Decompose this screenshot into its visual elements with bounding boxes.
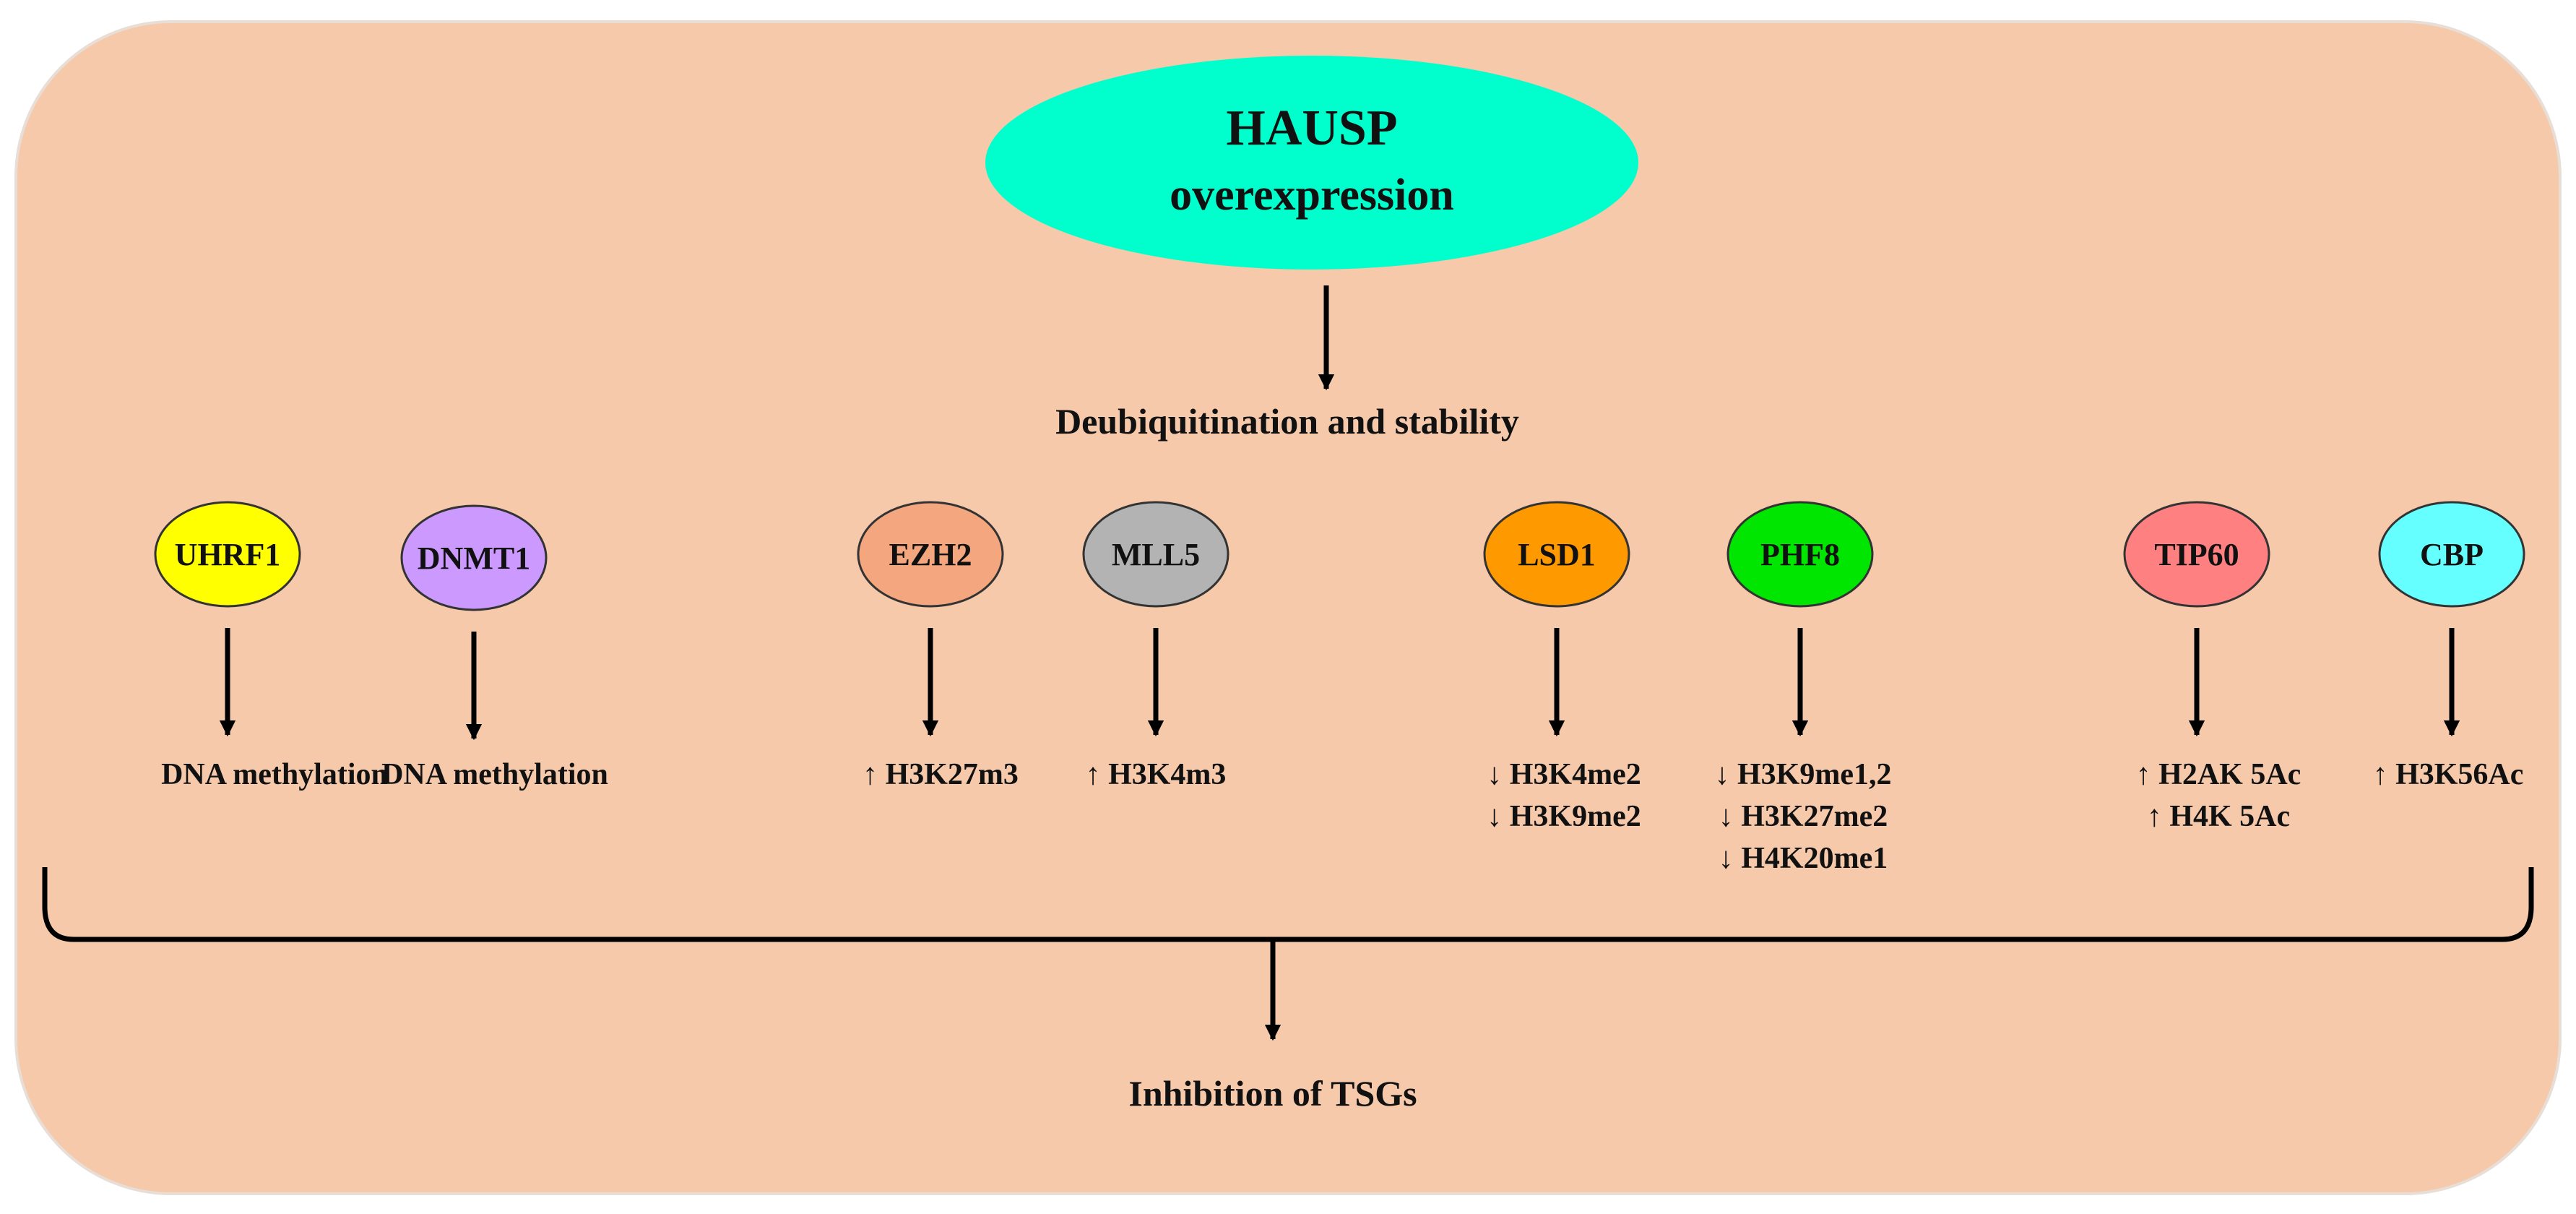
hausp-subtitle: overexpression (1170, 171, 1454, 220)
node-label-uhrf1: UHRF1 (175, 537, 281, 572)
node-label-lsd1: LSD1 (1518, 537, 1596, 572)
node-ellipse-dnmt1 (400, 504, 548, 611)
node-ellipse-cbp (2378, 501, 2525, 608)
inhibition-label: Inhibition of TSGs (1128, 1073, 1417, 1114)
node-ellipse-lsd1 (1483, 501, 1630, 608)
node-ellipse-tip60 (2123, 501, 2270, 608)
node-label-mll5: MLL5 (1112, 537, 1200, 572)
node-ezh2: EZH2 ↑ H3K27m3 (857, 501, 1019, 791)
node-ellipse-uhrf1 (154, 501, 301, 608)
hausp-title: HAUSP (1226, 100, 1397, 156)
effect-phf8-2: ↓ H3K27me2 (1719, 800, 1888, 833)
deubiquitination-label: Deubiquitination and stability (1055, 401, 1519, 442)
effect-dnmt1-1: DNA methylation (381, 758, 608, 791)
effect-phf8-1: ↓ H3K9me1,2 (1715, 758, 1892, 791)
effect-mll5-1: ↑ H3K4m3 (1086, 758, 1227, 791)
node-ellipse-mll5 (1082, 501, 1229, 608)
effect-lsd1-2: ↓ H3K9me2 (1487, 800, 1641, 833)
node-label-tip60: TIP60 (2154, 537, 2239, 572)
node-cbp: CBP ↑ H3K56Ac (2373, 501, 2525, 791)
node-label-cbp: CBP (2420, 537, 2484, 572)
effect-uhrf1-1: DNA methylation (161, 758, 388, 791)
node-ellipse-phf8 (1726, 501, 1874, 608)
effect-lsd1-1: ↓ H3K4me2 (1487, 758, 1641, 791)
background-panel (14, 20, 2562, 1195)
hausp-ellipse (985, 56, 1638, 270)
node-mll5: MLL5 ↑ H3K4m3 (1082, 501, 1229, 791)
node-tip60: TIP60 ↑ H2AK 5Ac ↑ H4K 5Ac (2123, 501, 2301, 833)
bracket (42, 867, 2534, 942)
node-label-dnmt1: DNMT1 (418, 541, 530, 576)
node-label-phf8: PHF8 (1760, 537, 1840, 572)
effect-tip60-2: ↑ H4K 5Ac (2147, 800, 2290, 833)
effect-ezh2-1: ↑ H3K27m3 (863, 758, 1019, 791)
node-phf8: PHF8 ↓ H3K9me1,2 ↓ H3K27me2 ↓ H4K20me1 (1715, 501, 1892, 875)
effect-tip60-1: ↑ H2AK 5Ac (2136, 758, 2301, 791)
effect-cbp-1: ↑ H3K56Ac (2373, 758, 2524, 791)
node-ellipse-ezh2 (857, 501, 1004, 608)
effect-phf8-3: ↓ H4K20me1 (1719, 842, 1888, 875)
hausp-node: HAUSP overexpression (985, 56, 1638, 270)
node-label-ezh2: EZH2 (889, 537, 972, 572)
node-lsd1: LSD1 ↓ H3K4me2 ↓ H3K9me2 (1483, 501, 1641, 833)
